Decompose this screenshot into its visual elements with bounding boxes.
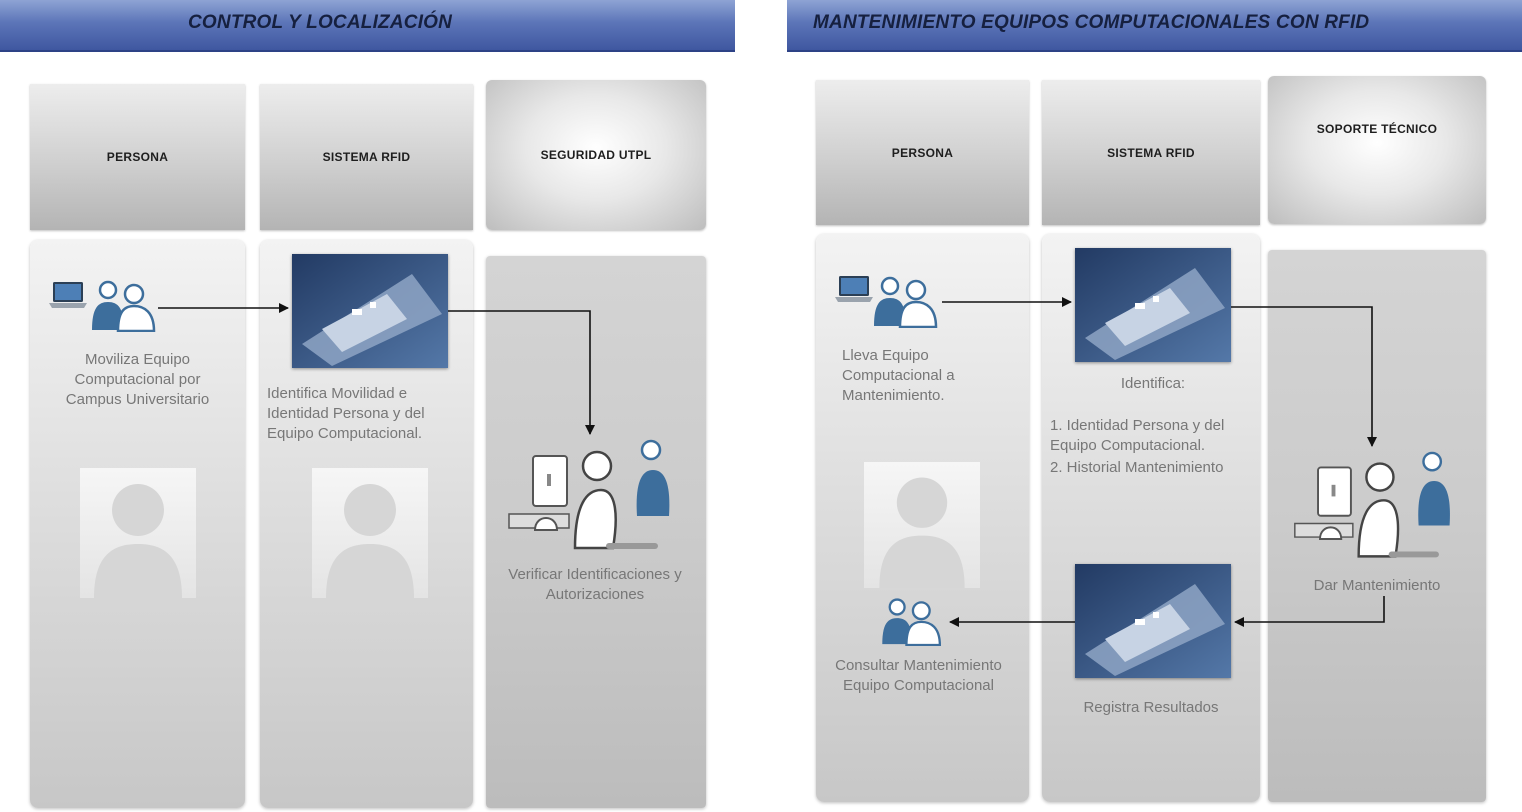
lane-label: SISTEMA RFID [1107, 145, 1195, 160]
step-identifica-item-1: 1. Identidad Persona y del Equipo Comput… [1050, 417, 1225, 454]
rfid-reader-image [1075, 564, 1231, 678]
people-icon [88, 276, 160, 332]
lane-label: SOPORTE TÉCNICO [1316, 122, 1438, 137]
step-consultar: Consultar Mantenimiento Equipo Computaci… [835, 657, 1002, 694]
rfid-reader-image [292, 254, 448, 368]
left-title-banner: CONTROL Y LOCALIZACIÓN [0, 0, 735, 52]
step-identifica-item-2: 2. Historial Mantenimiento [1050, 459, 1224, 476]
step-dar: Dar Mantenimiento [1313, 577, 1441, 594]
step-verificar: Verificar Identificaciones y Autorizacio… [508, 566, 682, 603]
lane-label: PERSONA [106, 150, 169, 164]
operator-icon [505, 438, 685, 560]
step-identifica-title: Identifica: [1120, 375, 1186, 392]
lane-label: PERSONA [891, 145, 954, 160]
step-moviliza: Moviliza Equipo Computacional por Campus… [65, 351, 210, 408]
laptop-icon [48, 280, 88, 310]
avatar-placeholder-icon [80, 468, 196, 598]
right-diagram-title: MANTENIMIENTO EQUIPOS COMPUTACIONALES CO… [813, 12, 1370, 33]
left-lane-header-persona: PERSONA [30, 84, 245, 230]
right-lane-header-persona: PERSONA [816, 80, 1029, 225]
left-lane-header-seguridad: SEGURIDAD UTPL [486, 80, 706, 230]
step-identifica: Identifica Movilidad e Identidad Persona… [267, 385, 425, 442]
operator-icon [1288, 450, 1468, 568]
avatar-placeholder-icon [864, 462, 980, 588]
people-icon [878, 594, 946, 646]
left-diagram-title: CONTROL Y LOCALIZACIÓN [188, 12, 453, 33]
lane-label: SISTEMA RFID [322, 150, 411, 164]
step-registra: Registra Resultados [1083, 699, 1219, 716]
right-lane-header-sistema-rfid: SISTEMA RFID [1042, 80, 1260, 225]
right-title-banner: MANTENIMIENTO EQUIPOS COMPUTACIONALES CO… [787, 0, 1522, 52]
left-lane-header-sistema-rfid: SISTEMA RFID [260, 84, 473, 230]
avatar-placeholder-icon [312, 468, 428, 598]
laptop-icon [834, 274, 874, 304]
people-icon [870, 272, 942, 328]
lane-label: SEGURIDAD UTPL [540, 148, 652, 162]
right-lane-header-soporte: SOPORTE TÉCNICO [1268, 76, 1486, 224]
rfid-reader-image [1075, 248, 1231, 362]
step-lleva: Lleva Equipo Computacional a Mantenimien… [842, 347, 955, 404]
